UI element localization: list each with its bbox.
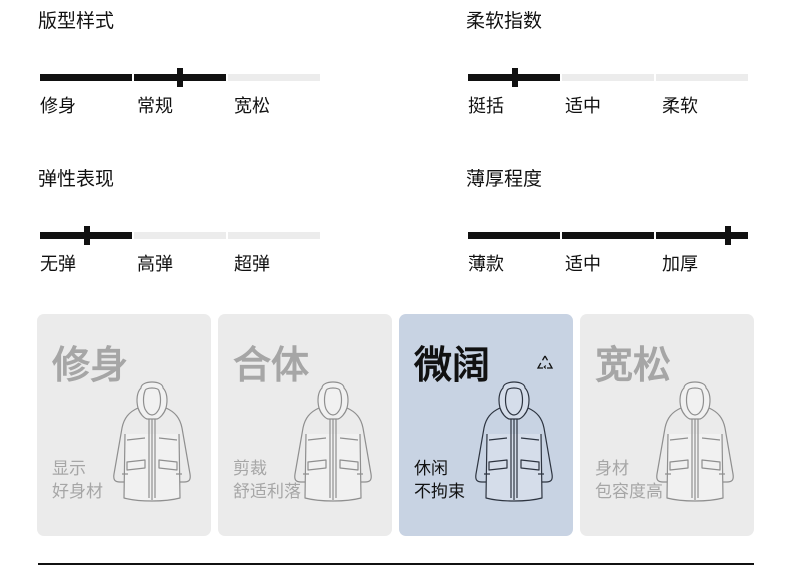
card-desc-line: 不拘束: [414, 482, 465, 502]
hooded-parka-icon: [294, 381, 372, 502]
parka-line: [142, 387, 162, 416]
parka-line: [488, 459, 508, 471]
card-title: 合体: [233, 343, 310, 387]
parka-line: [307, 459, 327, 471]
hooded-parka-icon: [475, 381, 553, 502]
scale-segment: [562, 232, 654, 239]
parka-line: [488, 437, 540, 441]
attr-title: 薄厚程度: [466, 168, 543, 190]
fit-card-slim[interactable]: 修身 显示 好身材: [37, 314, 211, 536]
scale-label: 柔软: [662, 96, 698, 117]
card-desc-line: 剪裁: [233, 459, 267, 479]
parka-line: [669, 437, 721, 441]
scale-label: 修身: [40, 96, 76, 117]
card-desc-line: 身材: [595, 459, 629, 479]
scale-label: 宽松: [234, 96, 270, 117]
scale-segment: [656, 232, 748, 239]
parka-line: [307, 437, 359, 441]
attr-title: 弹性表现: [38, 168, 115, 190]
scale-segment: [468, 232, 560, 239]
scale-labels: 无弹 高弹 超弹: [40, 254, 322, 276]
card-desc-line: 休闲: [414, 459, 448, 479]
scale-labels: 薄款 适中 加厚: [468, 254, 750, 276]
card-description: 休闲 不拘束: [414, 458, 465, 504]
card-description: 身材 包容度高: [595, 458, 663, 504]
parka-line: [708, 407, 734, 483]
scale-marker: [177, 68, 183, 87]
card-desc-line: 包容度高: [595, 482, 663, 502]
parka-line: [504, 387, 524, 416]
parka-line: [656, 407, 682, 483]
scale-label: 高弹: [137, 254, 173, 275]
parka-line: [165, 407, 191, 483]
scale-label: 挺括: [468, 96, 504, 117]
parka-line: [510, 419, 518, 498]
scale-label: 无弹: [40, 254, 76, 275]
scale-marker: [725, 226, 732, 245]
parka-line: [126, 459, 146, 471]
parka-line: [294, 407, 320, 483]
parka-line: [346, 407, 372, 483]
scale-labels: 修身 常规 宽松: [40, 96, 322, 118]
card-title: 微阔: [414, 343, 491, 387]
parka-line: [527, 407, 553, 483]
scale-segment: [134, 232, 226, 239]
scale-bar: [40, 60, 320, 90]
scale-segment: [40, 74, 132, 81]
scale-label: 适中: [565, 96, 601, 117]
parka-line: [323, 387, 343, 416]
scale-marker: [83, 226, 90, 245]
parka-line: [329, 419, 337, 498]
scale-label: 超弹: [234, 254, 270, 275]
parka-line: [158, 459, 178, 471]
card-title: 修身: [52, 343, 129, 387]
scale-bar: [40, 218, 320, 248]
scale-bar: [468, 60, 748, 90]
attr-softness-index: 柔软指数 挺括 适中 柔软: [466, 10, 748, 117]
parka-line: [339, 459, 359, 471]
fit-card-loose[interactable]: 宽松 身材 包容度高: [580, 314, 754, 536]
fit-card-relaxed[interactable]: 微阔 休闲 不拘束: [399, 314, 573, 536]
card-desc-line: 显示: [52, 459, 86, 479]
parka-line: [701, 459, 721, 471]
card-title: 宽松: [595, 343, 672, 387]
scale-labels: 挺括 适中 柔软: [468, 96, 750, 118]
scale-label: 薄款: [468, 254, 504, 275]
hooded-parka-icon: [656, 381, 734, 502]
bottom-divider: [38, 563, 754, 565]
recycle-triangle-icon: [536, 355, 554, 369]
parka-line: [685, 387, 705, 416]
parka-line: [126, 437, 178, 441]
parka-line: [520, 459, 540, 471]
card-desc-line: 好身材: [52, 482, 103, 502]
scale-label: 适中: [565, 254, 601, 275]
scale-segment: [228, 232, 320, 239]
fit-card-fitted[interactable]: 合体 剪裁 舒适利落: [218, 314, 392, 536]
scale-label: 加厚: [662, 254, 698, 275]
scale-marker: [511, 68, 518, 87]
scale-segment: [656, 74, 748, 81]
hooded-parka-icon: [113, 381, 191, 502]
attr-title: 版型样式: [38, 10, 115, 32]
scale-segment: [228, 74, 320, 81]
parka-line: [669, 459, 689, 471]
attr-elasticity: 弹性表现 无弹 高弹 超弹: [38, 168, 320, 275]
scale-segment: [562, 74, 654, 81]
attr-title: 柔软指数: [466, 10, 543, 32]
parka-line: [475, 407, 501, 483]
scale-bar: [468, 218, 748, 248]
card-desc-line: 舒适利落: [233, 482, 301, 502]
scale-label: 常规: [137, 96, 173, 117]
parka-line: [113, 407, 139, 483]
card-description: 剪裁 舒适利落: [233, 458, 301, 504]
attr-fit-style: 版型样式 修身 常规 宽松: [38, 10, 320, 117]
parka-line: [148, 419, 156, 498]
card-description: 显示 好身材: [52, 458, 103, 504]
attr-thickness: 薄厚程度 薄款 适中 加厚: [466, 168, 748, 275]
parka-line: [691, 419, 699, 498]
